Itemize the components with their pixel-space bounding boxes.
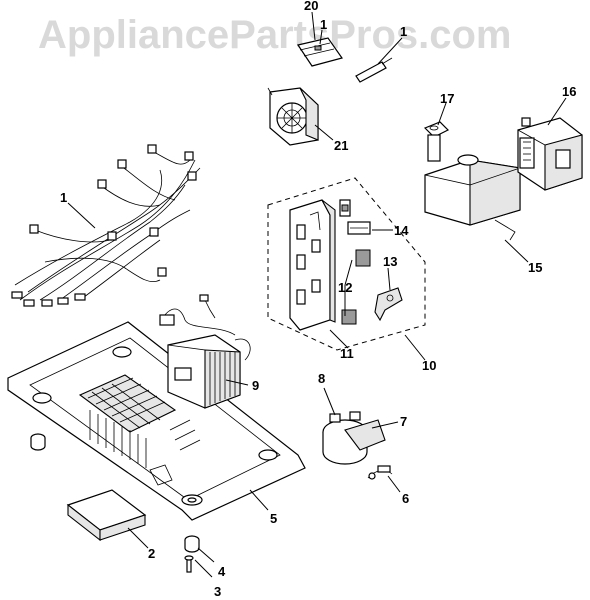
callout-6: 6: [402, 491, 409, 506]
callout-8: 8: [318, 371, 325, 386]
thermal-sensor: [355, 57, 393, 83]
callout-3: 3: [214, 584, 221, 599]
callout-13: 13: [383, 254, 397, 269]
interlock-switch-mid: [347, 221, 371, 235]
callout-11: 11: [340, 346, 354, 361]
callout-1-sensor: 1: [400, 24, 407, 39]
watermark-text: AppliancePartsPros.com: [38, 13, 512, 57]
latch-lever: [374, 287, 403, 322]
waveguide: [424, 154, 521, 241]
control-board: [297, 37, 343, 67]
interlock-switch-bottom: [341, 309, 357, 325]
callout-1: 1: [60, 190, 67, 205]
callout-17: 17: [440, 91, 454, 106]
callout-12: 12: [338, 280, 352, 295]
magnetron: [517, 117, 583, 191]
door-latch-assembly: [267, 177, 426, 351]
callout-2: 2: [148, 546, 155, 561]
hex-nut: [184, 535, 200, 553]
callout-4: 4: [218, 564, 226, 579]
callout-21: 21: [334, 138, 348, 153]
leader-lines: [67, 11, 567, 578]
wire-harness: [11, 144, 201, 307]
thermal-cutout: [423, 121, 450, 162]
interlock-switch-low: [355, 249, 371, 267]
hv-diode: [367, 465, 393, 480]
callout-15: 15: [528, 260, 542, 275]
callout-14: 14: [394, 223, 409, 238]
callout-16: 16: [562, 84, 576, 99]
interlock-switch-top: [339, 199, 351, 217]
callout-labels: 1 2 3 4 5 6 7 8 9 10 11 12 13 14 15 16 1…: [60, 0, 576, 599]
hv-transformer: [159, 294, 251, 409]
callout-10: 10: [422, 358, 436, 373]
callout-5: 5: [270, 511, 277, 526]
callout-9: 9: [252, 378, 259, 393]
hv-capacitor: [322, 411, 386, 465]
callout-7: 7: [400, 414, 407, 429]
fan-assembly: [267, 87, 319, 146]
callout-1-board: 1: [320, 17, 327, 32]
callout-20: 20: [304, 0, 318, 13]
drip-tray: [66, 489, 147, 542]
base-plate: [7, 321, 306, 521]
rubber-foot: [30, 433, 46, 451]
screw: [184, 555, 194, 573]
